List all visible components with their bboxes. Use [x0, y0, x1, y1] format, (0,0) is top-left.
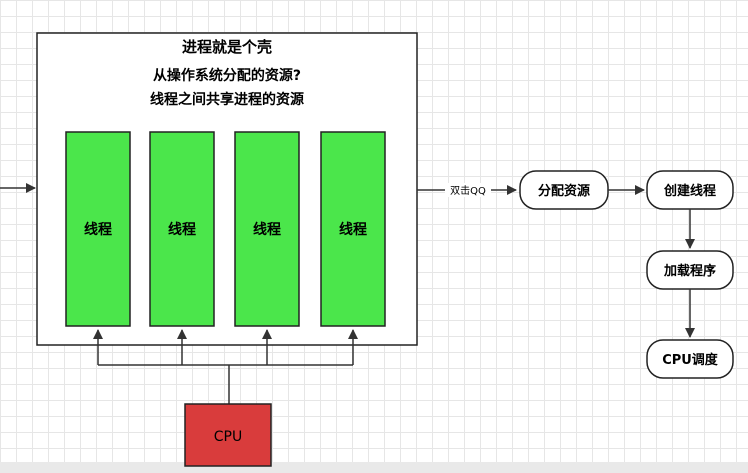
- cpu-box: [184, 403, 272, 467]
- flow-schedule-label: CPU调度: [662, 352, 719, 368]
- thread-2[interactable]: 线程: [149, 131, 215, 327]
- thread-box: [234, 131, 300, 327]
- flow-create-thread[interactable]: 创建线程: [646, 170, 734, 210]
- process-title: 进程就是个壳: [182, 38, 272, 56]
- flow-create-label: 创建线程: [663, 183, 716, 199]
- thread-label: 线程: [168, 221, 196, 238]
- thread-label: 线程: [339, 221, 367, 238]
- edge-label-bg: [445, 183, 491, 197]
- thread-box: [65, 131, 131, 327]
- flow-allocate-label: 分配资源: [538, 183, 590, 199]
- cpu-bus: [93, 329, 358, 404]
- thread-box: [320, 131, 386, 327]
- thread-3[interactable]: 线程: [234, 131, 300, 327]
- thread-4[interactable]: 线程: [320, 131, 386, 327]
- cpu-node[interactable]: CPU: [184, 403, 272, 467]
- thread-1[interactable]: 线程: [65, 131, 131, 327]
- process-subtitle-line2: 线程之间共享进程的资源: [150, 91, 304, 108]
- process-subtitle-line1: 从操作系统分配的资源?: [153, 67, 301, 84]
- bottom-strip: [0, 462, 748, 473]
- thread-label: 线程: [84, 221, 112, 238]
- cpu-label: CPU: [214, 429, 242, 445]
- flow-cpu-schedule[interactable]: CPU调度: [646, 339, 734, 379]
- flow-load-program[interactable]: 加载程序: [646, 250, 734, 290]
- flow-allocate-resources[interactable]: 分配资源: [519, 170, 609, 210]
- thread-label: 线程: [253, 221, 281, 238]
- edge-label: 双击QQ: [450, 185, 486, 197]
- thread-box: [149, 131, 215, 327]
- flow-load-label: 加载程序: [663, 263, 716, 279]
